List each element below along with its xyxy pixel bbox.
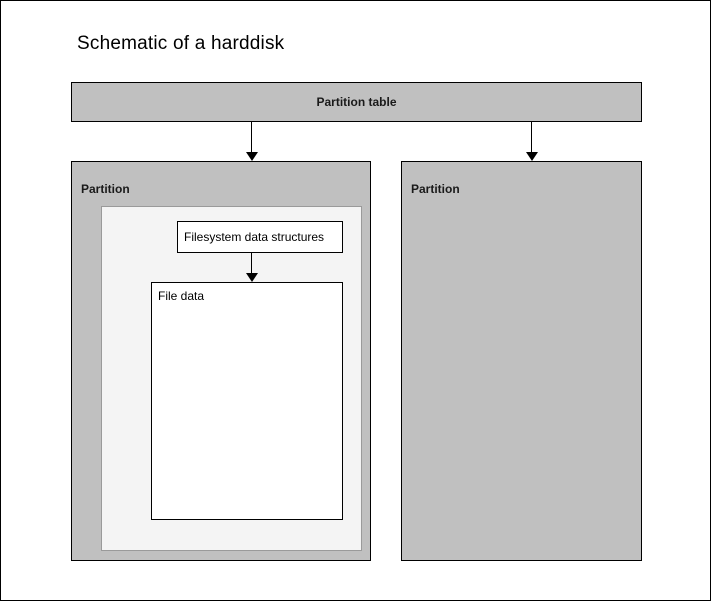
file-data-label: File data [158,289,205,303]
arrow-shaft [251,253,253,274]
arrow-shaft [251,122,253,153]
filesystem-data-structures-label: Filesystem data structures [184,230,325,244]
partition-box-2[interactable]: Partition [401,161,642,561]
arrow-head-icon [246,273,258,282]
partition-table-box[interactable]: Partition table [71,82,642,122]
arrow-shaft [531,122,533,153]
arrow-head-icon [246,152,258,161]
arrow-head-icon [526,152,538,161]
partition-label: Partition [81,182,130,196]
arrow-partition-table-to-partition-2 [525,122,539,161]
partition-table-label: Partition table [316,95,397,109]
arrow-partition-table-to-partition-1 [245,122,259,161]
partition-label: Partition [411,182,460,196]
page-title: Schematic of a harddisk [77,33,285,54]
filesystem-data-structures-box[interactable]: Filesystem data structures [177,221,343,253]
arrow-filesystem-to-file-data [245,253,259,282]
file-data-box[interactable]: File data [151,282,343,520]
